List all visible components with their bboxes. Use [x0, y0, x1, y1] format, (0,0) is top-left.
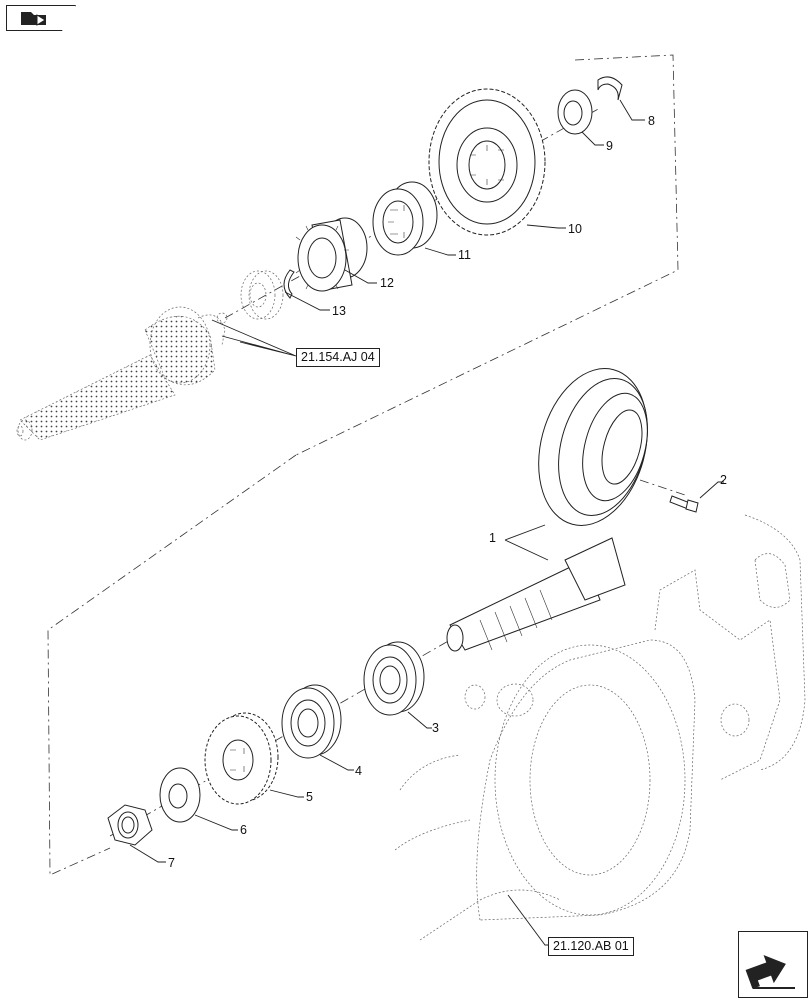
input-shaft [16, 306, 228, 441]
crown-wheel-1 [538, 368, 648, 526]
leader-10 [526, 224, 566, 229]
washer-6 [159, 767, 201, 823]
callout-11: 11 [458, 248, 471, 262]
callout-12: 12 [380, 276, 394, 290]
housing [394, 514, 806, 941]
next-page-arrow-glyph [745, 954, 795, 989]
leader-5 [269, 789, 304, 798]
leader-ref-shaft [211, 319, 297, 357]
leader-ref-housing [507, 894, 548, 946]
next-page-arrow-icon[interactable] [738, 931, 808, 998]
leader-12 [344, 269, 377, 284]
callout-9: 9 [606, 139, 613, 153]
leader-13 [284, 291, 330, 311]
callout-5: 5 [306, 790, 313, 804]
bearing-3 [363, 641, 425, 716]
bearing-13 [240, 270, 284, 320]
bolt-axis [639, 479, 686, 496]
snap-ring-8 [597, 76, 623, 101]
bolt-2 [669, 495, 699, 513]
washer-9 [557, 89, 593, 135]
gear-10 [428, 88, 546, 236]
nut-7 [107, 804, 153, 846]
folder-back-glyph [21, 12, 46, 26]
callout-1: 1 [489, 531, 496, 545]
gear-12 [295, 217, 368, 292]
callout-7: 7 [168, 856, 175, 870]
leader-1 [504, 524, 549, 561]
callout-6: 6 [240, 823, 247, 837]
leader-3 [407, 711, 432, 729]
gear-5 [204, 712, 279, 805]
assembly-frame-lower [47, 454, 297, 876]
callout-8: 8 [648, 114, 655, 128]
bearing-4 [281, 684, 342, 759]
leader-11 [424, 247, 456, 256]
callout-4: 4 [355, 764, 362, 778]
pinion-shaft-1 [446, 537, 626, 652]
leader-7 [129, 844, 166, 863]
callout-2: 2 [720, 473, 727, 487]
folder-back-icon[interactable] [6, 5, 76, 31]
leader-6 [194, 814, 238, 831]
coupling-11 [372, 181, 438, 256]
leader-9 [581, 131, 604, 146]
reference-shaft-link[interactable]: 21.154.AJ 04 [296, 348, 380, 367]
callout-10: 10 [568, 222, 582, 236]
leader-8 [619, 99, 645, 121]
circlip-13 [283, 269, 295, 299]
callout-13: 13 [332, 304, 346, 318]
leader-4 [319, 754, 354, 771]
leader-2 [699, 481, 724, 499]
callout-3: 3 [432, 721, 439, 735]
reference-housing-link[interactable]: 21.120.AB 01 [548, 937, 634, 956]
